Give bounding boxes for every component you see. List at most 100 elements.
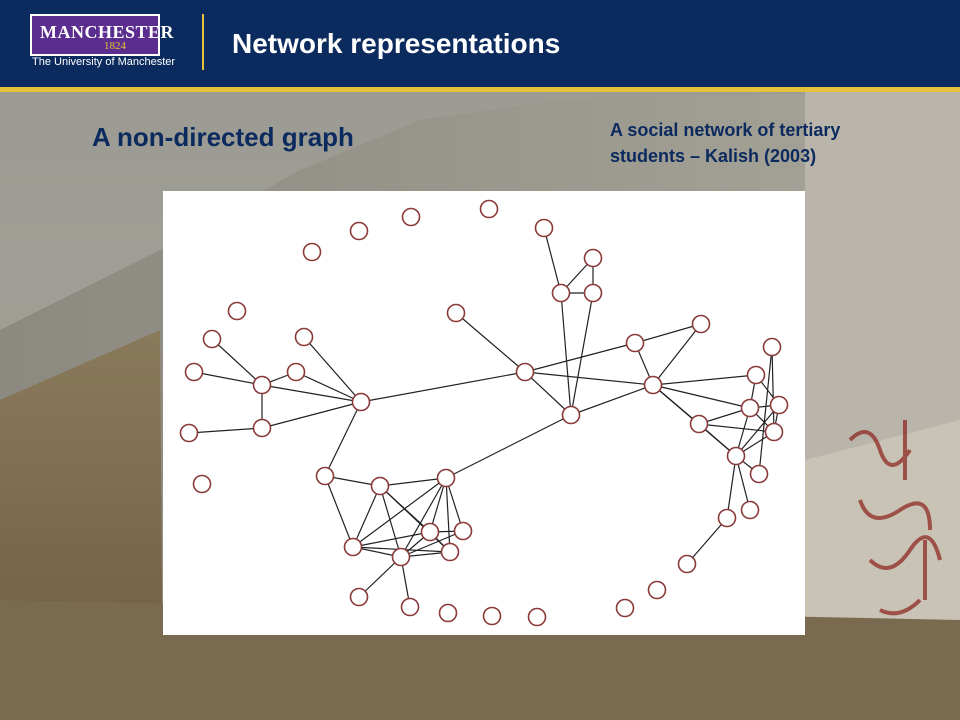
graph-node <box>401 207 421 227</box>
graph-node <box>746 365 766 385</box>
graph-node <box>762 337 782 357</box>
graph-panel <box>163 191 805 635</box>
graph-edge <box>211 338 263 386</box>
graph-node <box>286 362 306 382</box>
graph-edge <box>400 477 447 558</box>
graph-node <box>479 199 499 219</box>
graph-edge <box>698 423 775 433</box>
graph-edge <box>652 323 702 386</box>
graph-edge <box>295 371 362 403</box>
graph-node <box>446 303 466 323</box>
graph-edge <box>570 384 654 416</box>
graph-edge <box>303 336 362 403</box>
graph-node <box>438 603 458 623</box>
graph-node <box>689 414 709 434</box>
graph-edge <box>324 475 381 487</box>
graph-node <box>583 248 603 268</box>
graph-node <box>349 587 369 607</box>
graph-node <box>420 522 440 542</box>
graph-node <box>440 542 460 562</box>
graph-node <box>202 329 222 349</box>
graph-edge <box>524 371 654 386</box>
graph-node <box>769 395 789 415</box>
graph-edge <box>570 292 594 416</box>
graph-edge <box>352 531 431 548</box>
graph-node <box>370 476 390 496</box>
graph-edge <box>261 384 362 403</box>
graph-edge <box>771 346 775 433</box>
graph-edge <box>455 312 526 373</box>
graph-edge <box>188 427 263 434</box>
graph-edge <box>324 475 354 548</box>
caption-line-2: students – Kalish (2003) <box>610 146 817 166</box>
graph-node <box>351 392 371 412</box>
logo-name: MANCHESTER <box>40 22 175 42</box>
graph-edge <box>524 342 636 373</box>
graph-node <box>647 580 667 600</box>
graph-node <box>691 314 711 334</box>
graph-node <box>391 547 411 567</box>
graph-edge <box>324 401 362 477</box>
graph-edge <box>686 517 728 565</box>
edges-layer <box>188 227 780 608</box>
graph-edge <box>735 404 780 457</box>
graph-node <box>643 375 663 395</box>
graph-node <box>184 362 204 382</box>
graph-node <box>583 283 603 303</box>
graph-edge <box>352 485 381 548</box>
graph-edge <box>358 556 402 598</box>
graph-node <box>615 598 635 618</box>
graph-node <box>764 422 784 442</box>
header-divider <box>202 14 204 70</box>
graph-node <box>527 607 547 627</box>
logo-year: 1824 <box>104 40 126 52</box>
graph-edge <box>193 371 263 386</box>
graph-node <box>749 464 769 484</box>
graph-edge <box>445 477 451 553</box>
graph-edge <box>400 530 464 558</box>
graph-node <box>294 327 314 347</box>
graph-node <box>302 242 322 262</box>
graph-edge <box>352 477 447 548</box>
graph-node <box>482 606 502 626</box>
graph-node <box>400 597 420 617</box>
graph-edge <box>379 485 402 558</box>
graph-edge <box>360 371 526 403</box>
graph-edge <box>560 292 572 416</box>
graph-node <box>252 418 272 438</box>
university-logo: MANCHESTER 1824 <box>30 14 174 62</box>
graph-node <box>726 446 746 466</box>
caption-line-1: A social network of tertiary <box>610 120 841 140</box>
graph-edge <box>652 384 751 409</box>
graph-node <box>740 500 760 520</box>
logo-box: MANCHESTER 1824 <box>30 14 174 56</box>
figure-caption: A social network of tertiary students – … <box>610 117 950 169</box>
graph-node <box>534 218 554 238</box>
graph-node <box>717 508 737 528</box>
graph-edge <box>261 401 362 429</box>
graph-node <box>625 333 645 353</box>
slide-title: Network representations <box>232 28 561 59</box>
graph-node <box>551 283 571 303</box>
graph-node <box>315 466 335 486</box>
graph-edge <box>726 455 737 519</box>
network-graph <box>179 199 789 627</box>
graph-edge <box>543 227 562 294</box>
nodes-layer <box>179 199 789 627</box>
graph-node <box>252 375 272 395</box>
slide-header: MANCHESTER 1824 The University of Manche… <box>0 0 960 92</box>
graph-node <box>453 521 473 541</box>
graph-edge <box>379 477 447 487</box>
graph-edge <box>758 346 773 475</box>
graph-node <box>677 554 697 574</box>
graph-node <box>561 405 581 425</box>
graph-node <box>343 537 363 557</box>
graph-edge <box>634 323 702 344</box>
graph-node <box>227 301 247 321</box>
graph-node <box>515 362 535 382</box>
graph-edge <box>445 414 572 479</box>
logo-subtitle: The University of Manchester <box>32 56 176 68</box>
graph-node <box>349 221 369 241</box>
graph-node <box>436 468 456 488</box>
graph-node <box>740 398 760 418</box>
